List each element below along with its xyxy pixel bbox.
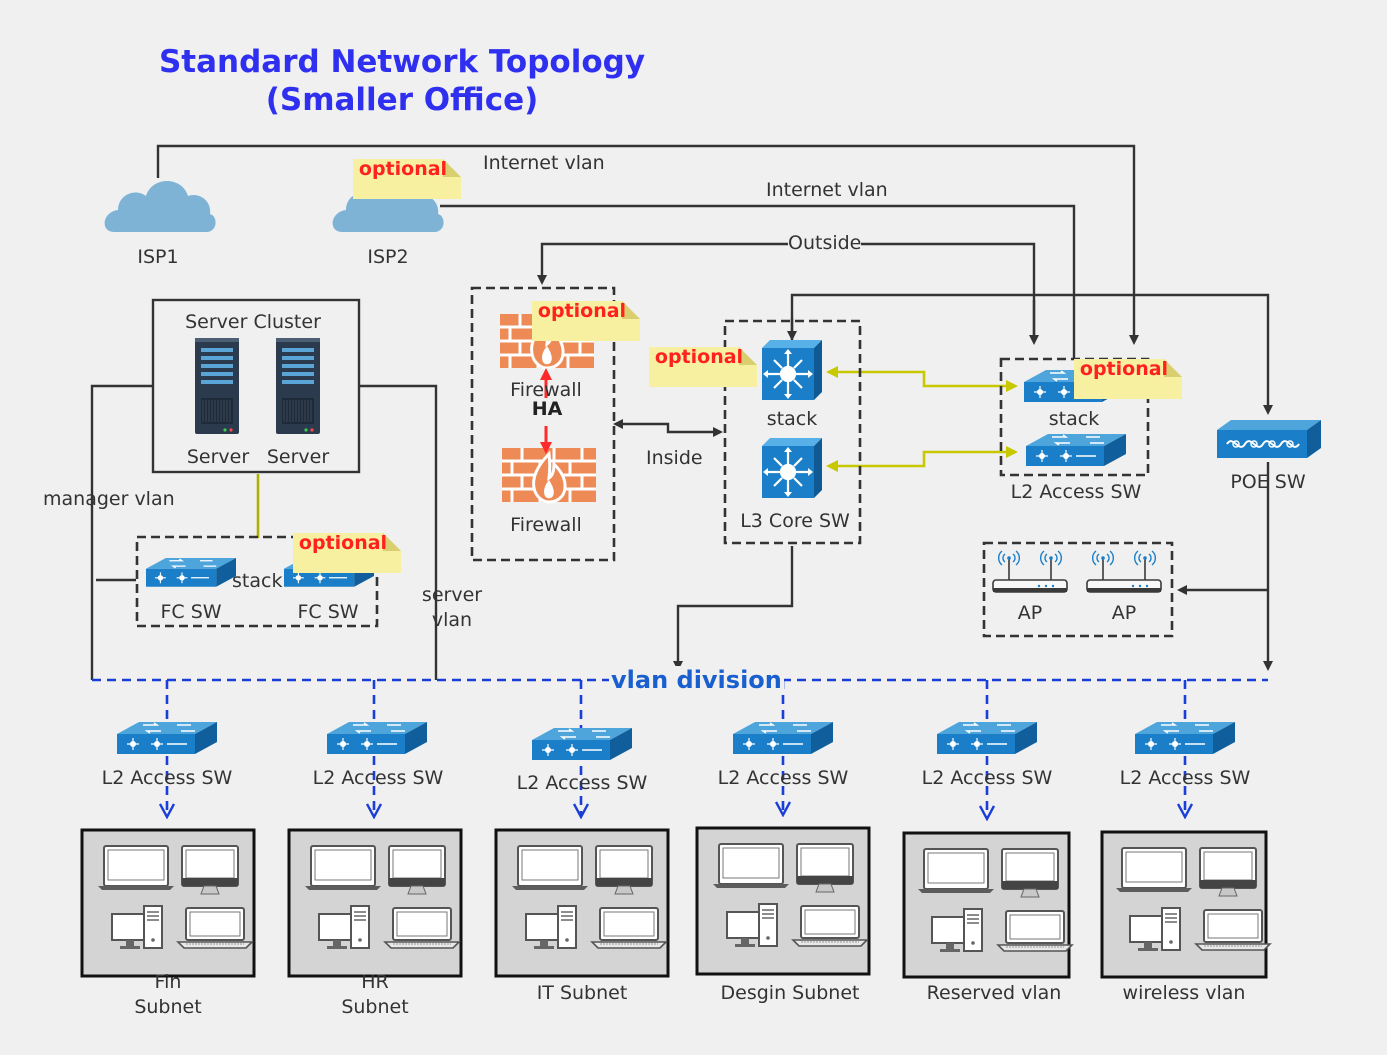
server-cluster-box	[151, 298, 361, 474]
core-access-links	[826, 366, 1018, 472]
poe-switch-icon	[1216, 419, 1322, 459]
core-switch-1-icon	[760, 338, 824, 402]
access-switch-reserved-icon	[936, 721, 1038, 755]
firewall-top-label: Firewall	[510, 379, 582, 401]
access-switch-design-icon	[732, 721, 834, 755]
core-switch-2-icon	[760, 436, 824, 500]
vlan-division-label: vlan division	[609, 666, 784, 694]
firewall-bottom-label: Firewall	[510, 514, 582, 536]
fc-switch-1-label: FC SW	[160, 601, 222, 623]
server-2-label: Server	[266, 446, 330, 468]
ap-1-label: AP	[1017, 602, 1043, 624]
subnet-drops	[167, 756, 1185, 818]
note-core: optional	[649, 347, 757, 387]
firewall-group	[470, 286, 616, 562]
links-layer	[90, 144, 1273, 680]
ap-2-icon	[1086, 550, 1162, 593]
note-isp2: optional	[353, 159, 461, 199]
access-switch-label-fin: L2 Access SW	[101, 767, 233, 789]
server-vlan-label: server vlan	[421, 584, 483, 631]
firewall-bottom-icon	[500, 446, 598, 504]
ha-label: HA	[529, 398, 565, 421]
fc-switch-2-label: FC SW	[297, 601, 359, 623]
server-1-label: Server	[186, 446, 250, 468]
access-switch-label-design: L2 Access SW	[717, 767, 849, 789]
access-top-label: L2 Access SW	[1010, 481, 1142, 503]
access-top-switch-2-icon	[1025, 433, 1127, 467]
core-label: L3 Core SW	[740, 510, 850, 532]
inside-link	[613, 419, 723, 437]
access-switch-label-reserved: L2 Access SW	[921, 767, 1053, 789]
fc-switch-1-icon	[145, 557, 237, 588]
internet-vlan-label-2: Internet vlan	[766, 179, 888, 201]
core-group	[723, 319, 862, 545]
note-firewall: optional	[532, 301, 640, 341]
access-switch-wireless-icon	[1134, 721, 1236, 755]
isp1-cloud-icon	[104, 181, 216, 232]
subnet-label-reserved: Reserved vlan	[926, 982, 1062, 1004]
server-vlan-link	[360, 384, 438, 680]
internet-vlan-label-1: Internet vlan	[483, 152, 605, 174]
note-fc-text: optional	[298, 532, 388, 554]
subnet-boxes	[80, 826, 1268, 979]
subnet-label-design: Desgin Subnet	[720, 982, 860, 1004]
subnet-label-hr: HR Subnet	[341, 971, 409, 1018]
core-access-link-2	[826, 446, 1018, 472]
server-2-icon	[275, 337, 321, 435]
access-top-stack-label: stack	[1048, 408, 1100, 430]
inside-label: Inside	[646, 447, 703, 469]
note-isp2-text: optional	[358, 158, 448, 180]
dashed-groups	[135, 286, 1174, 638]
note-core-text: optional	[654, 346, 744, 368]
core-vlan-link	[673, 546, 794, 671]
subnet-label-wireless: wireless vlan	[1122, 982, 1246, 1004]
access-switch-label-hr: L2 Access SW	[312, 767, 444, 789]
subnet-label-fin: Fin Subnet	[134, 971, 202, 1018]
isp2-internet-link	[440, 204, 1076, 360]
note-firewall-text: optional	[537, 300, 627, 322]
access-switch-it-icon	[531, 727, 633, 761]
core-stack-label: stack	[766, 408, 818, 430]
outside-label: Outside	[788, 232, 862, 255]
subnet-label-it: IT Subnet	[536, 982, 628, 1004]
access-switch-label-wireless: L2 Access SW	[1119, 767, 1251, 789]
fc-stack-label: stack	[232, 570, 283, 592]
server-cluster-title: Server Cluster	[185, 311, 321, 333]
isp1-label: ISP1	[137, 246, 179, 268]
ap-2-label: AP	[1111, 602, 1137, 624]
core-access-link-1	[826, 366, 1018, 392]
access-switch-label-it: L2 Access SW	[516, 772, 648, 794]
access-switch-fin-icon	[116, 721, 218, 755]
page-title: Standard Network Topology (Smaller Offic…	[158, 44, 646, 118]
note-fc: optional	[293, 533, 401, 573]
manager-vlan-label: manager vlan	[43, 488, 175, 510]
fc-group	[135, 535, 379, 628]
core-poe-link	[790, 293, 1273, 415]
server-1-icon	[194, 337, 240, 435]
isp1-internet-link	[156, 144, 1139, 345]
note-access-text: optional	[1079, 358, 1169, 380]
ap-1-icon	[992, 550, 1068, 593]
access-switch-hr-icon	[326, 721, 428, 755]
poe-label: POE SW	[1230, 471, 1306, 493]
note-access: optional	[1074, 359, 1182, 399]
manager-vlan-link	[90, 384, 152, 680]
isp2-label: ISP2	[367, 246, 409, 268]
